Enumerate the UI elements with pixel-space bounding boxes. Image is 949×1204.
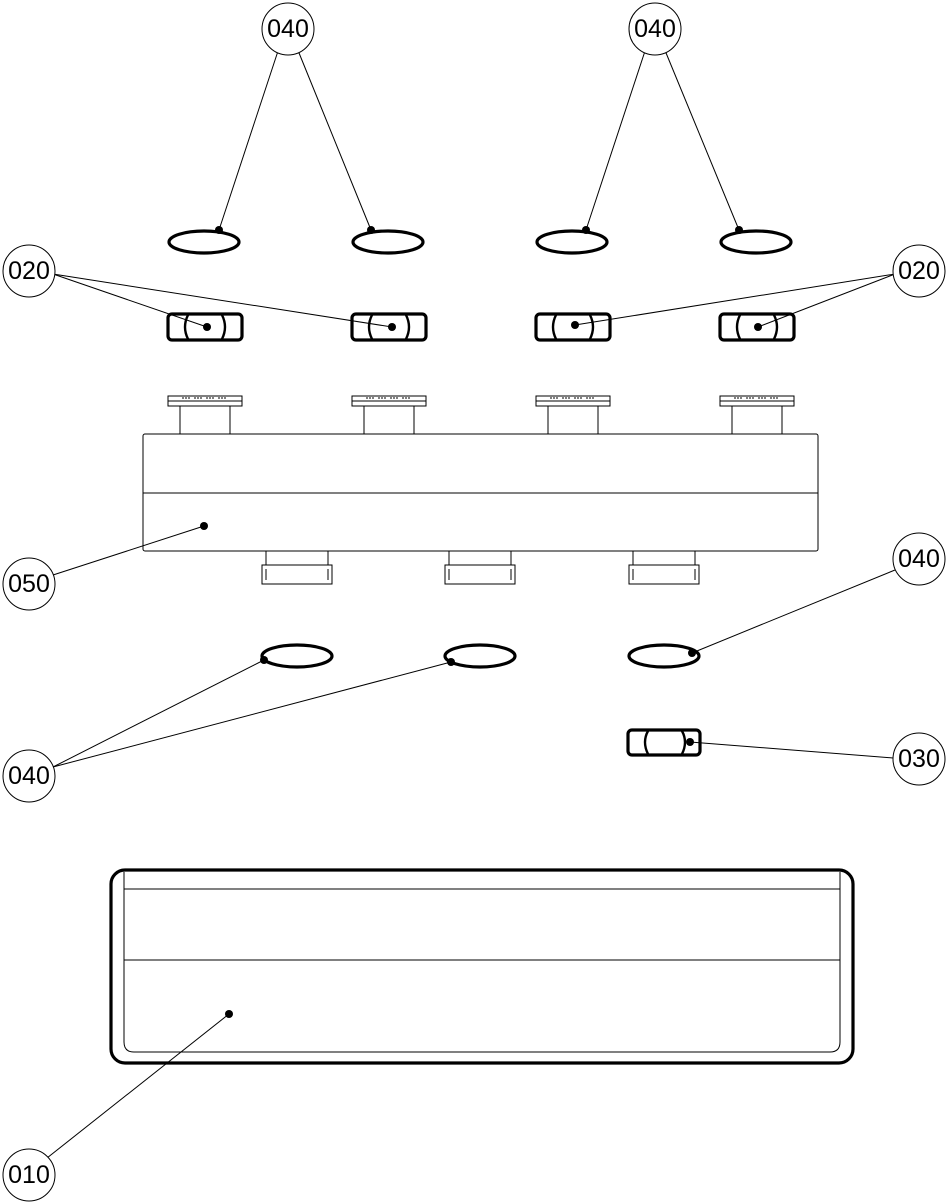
callout-010: 010 bbox=[2, 1148, 56, 1202]
callout-020-right: 020 bbox=[892, 244, 946, 298]
leader-dots bbox=[200, 226, 762, 1018]
callout-label: 050 bbox=[8, 570, 50, 598]
o-ring bbox=[535, 229, 609, 255]
manifold-bottom-outlets bbox=[261, 550, 700, 585]
callout-label: 020 bbox=[898, 257, 940, 285]
callout-040-top-left: 040 bbox=[261, 2, 315, 56]
o-ring bbox=[719, 229, 793, 255]
hex-nut-group-top bbox=[166, 312, 796, 342]
callout-label: 040 bbox=[267, 15, 309, 43]
callout-030: 030 bbox=[892, 732, 946, 786]
callout-040-mid-right: 040 bbox=[892, 532, 946, 586]
leader-lines bbox=[46, 47, 896, 1159]
insulation-shell bbox=[109, 868, 855, 1065]
callout-050: 050 bbox=[2, 557, 56, 611]
callout-label: 040 bbox=[634, 15, 676, 43]
manifold-body bbox=[142, 395, 819, 585]
callout-label: 030 bbox=[898, 745, 940, 773]
o-ring-group-bottom bbox=[260, 643, 701, 669]
o-ring bbox=[627, 643, 701, 669]
o-ring bbox=[351, 229, 425, 255]
callout-040-top-right: 040 bbox=[628, 2, 682, 56]
callout-label: 010 bbox=[8, 1161, 50, 1189]
manifold-top-outlets bbox=[167, 395, 795, 435]
callout-label: 040 bbox=[8, 762, 50, 790]
o-ring bbox=[167, 229, 241, 255]
callout-040-bottom-left: 040 bbox=[2, 749, 56, 803]
callout-020-left: 020 bbox=[2, 244, 56, 298]
callout-label: 040 bbox=[898, 545, 940, 573]
o-ring-group-top bbox=[167, 229, 793, 255]
o-ring bbox=[443, 643, 517, 669]
callout-label: 020 bbox=[8, 257, 50, 285]
o-ring bbox=[260, 643, 334, 669]
